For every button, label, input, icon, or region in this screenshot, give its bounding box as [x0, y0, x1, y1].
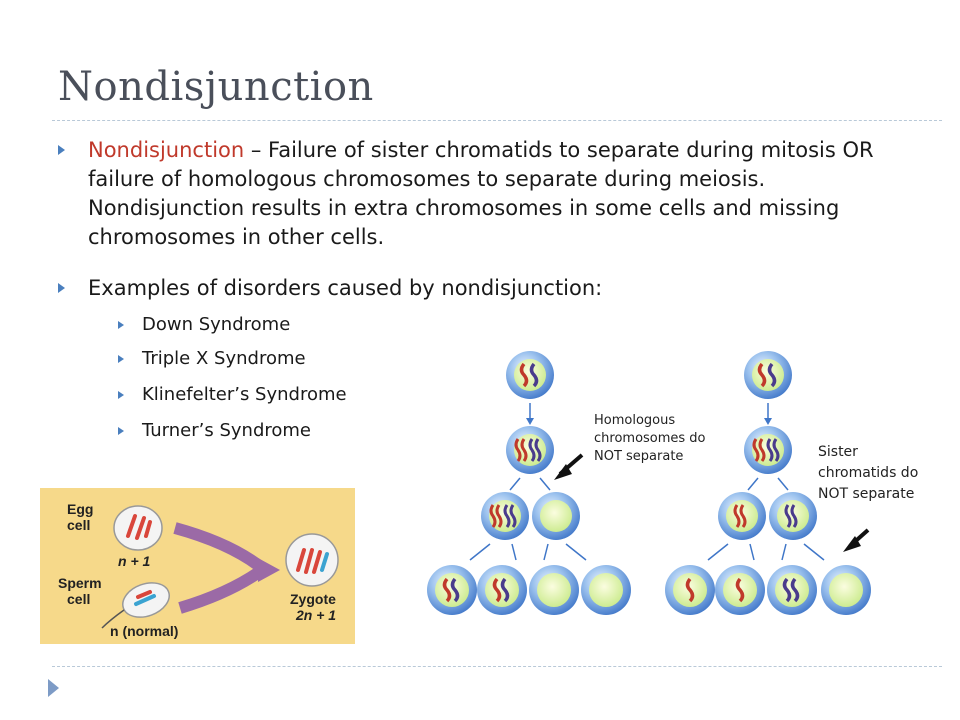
egg-label: Egg [67, 501, 93, 517]
highlight-term: Nondisjunction [88, 138, 245, 162]
sub-item-down: Down Syndrome [118, 314, 290, 335]
homologous-tree [427, 351, 631, 615]
bullet-definition: Nondisjunction – Failure of sister chrom… [58, 136, 878, 252]
triangle-bullet-icon [118, 355, 124, 363]
homologous-note: Homologous chromosomes do NOT separate [594, 413, 706, 464]
sub-item-triple-x: Triple X Syndrome [118, 348, 306, 369]
fertilization-diagram: Egg cell n + 1 Sperm cell n (normal) Zyg… [58, 501, 339, 639]
sub-item-klinefelter: Klinefelter’s Syndrome [118, 384, 347, 405]
triangle-bullet-icon [58, 283, 65, 293]
egg-ploidy: n + 1 [118, 553, 151, 569]
slide-nav-arrow-icon[interactable] [48, 679, 59, 697]
footer-divider [52, 666, 942, 667]
merge-arrow-top [173, 522, 266, 573]
sperm-ploidy: n (normal) [110, 623, 178, 639]
triangle-bullet-icon [58, 145, 65, 155]
sister-chromatid-tree [665, 351, 871, 615]
triangle-bullet-icon [118, 321, 124, 329]
sperm-label-2: cell [67, 591, 90, 607]
triangle-bullet-icon [118, 391, 124, 399]
sperm-label: Sperm [58, 575, 102, 591]
fertilization-figure: Egg cell n + 1 Sperm cell n (normal) Zyg… [40, 488, 355, 644]
title-divider [52, 120, 942, 121]
zygote-cell [285, 533, 339, 587]
bullet-examples: Examples of disorders caused by nondisju… [58, 274, 878, 303]
examples-text: Examples of disorders caused by nondisju… [88, 276, 603, 300]
triangle-bullet-icon [118, 427, 124, 435]
zygote-label: Zygote [290, 591, 336, 607]
definition-text: – Failure of sister chromatids to separa… [88, 138, 874, 249]
sub-item-turner: Turner’s Syndrome [118, 420, 311, 441]
zygote-ploidy: 2n + 1 [295, 607, 336, 623]
egg-label-2: cell [67, 517, 90, 533]
egg-cell [113, 505, 163, 551]
slide-title: Nondisjunction [58, 64, 374, 110]
merge-arrow-bottom [178, 565, 266, 614]
sperm-tail [101, 609, 125, 629]
merge-arrowhead [258, 558, 280, 582]
sister-note: Sister chromatids do NOT separate [818, 444, 919, 502]
